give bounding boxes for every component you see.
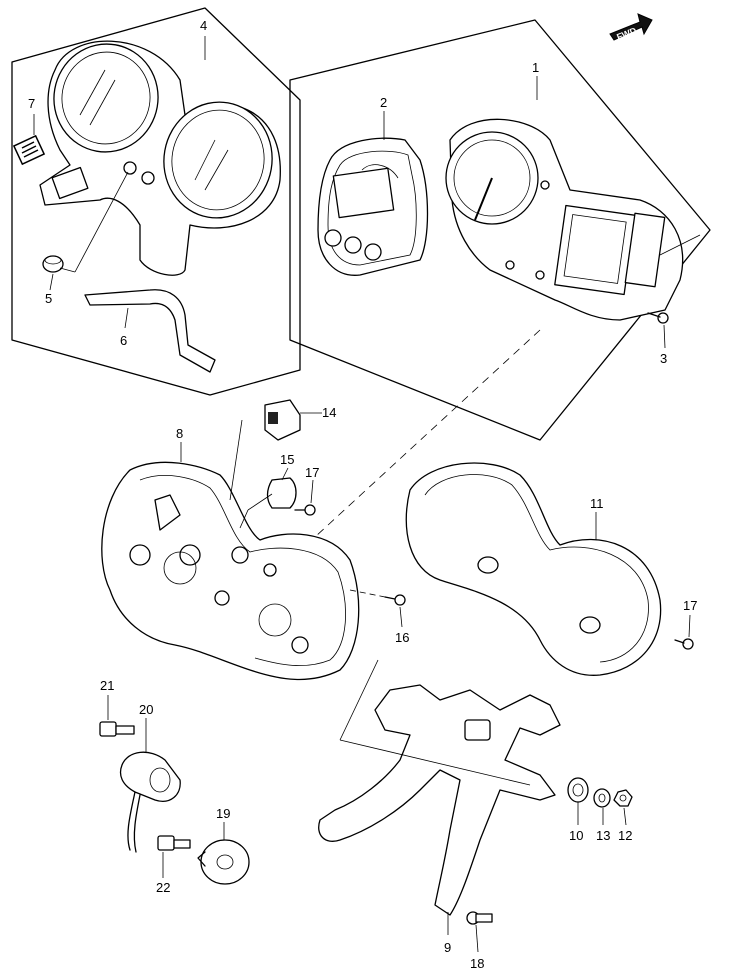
meter-case <box>101 461 360 681</box>
callout-10: 10 <box>569 828 583 843</box>
fwd-label: FWD <box>615 25 638 42</box>
meter-lens-cover <box>39 40 281 276</box>
meter-housing <box>405 462 662 676</box>
callout-15: 15 <box>280 452 294 467</box>
washer-13 <box>593 788 611 808</box>
screw-17-right <box>674 638 694 650</box>
drive-gear <box>197 839 250 885</box>
callout-5: 5 <box>45 291 52 306</box>
rubber-cap <box>42 255 64 273</box>
cover-group-box <box>11 7 301 396</box>
callout-16: 16 <box>395 630 409 645</box>
callout-7: 7 <box>28 96 35 111</box>
callout-17-upper: 17 <box>305 465 319 480</box>
bolt-21 <box>99 721 135 737</box>
cover-bracket <box>84 289 216 373</box>
meter-assembly-box <box>289 19 711 441</box>
callout-12: 12 <box>618 828 632 843</box>
fwd-arrow-icon: FWD <box>609 13 653 42</box>
screw-16 <box>384 594 406 606</box>
callout-2: 2 <box>380 95 387 110</box>
callout-9: 9 <box>444 940 451 955</box>
meter-bracket <box>318 684 561 916</box>
bolt-18 <box>466 911 493 925</box>
callout-8: 8 <box>176 426 183 441</box>
callout-14: 14 <box>322 405 336 420</box>
grommet-10 <box>567 777 589 803</box>
display-plate <box>317 137 429 276</box>
callout-1: 1 <box>532 60 539 75</box>
alignment-line <box>289 329 541 561</box>
screw-17-upper <box>294 504 316 516</box>
callout-18: 18 <box>470 956 484 971</box>
bolt-22 <box>157 835 191 851</box>
wire-clip-14 <box>264 399 301 441</box>
nut-12 <box>613 789 633 807</box>
callout-3: 3 <box>660 351 667 366</box>
speed-sensor <box>119 751 181 853</box>
meter-assembly <box>445 118 684 321</box>
clamp-15 <box>266 477 297 509</box>
callout-13: 13 <box>596 828 610 843</box>
emblem-badge <box>12 134 46 166</box>
callout-19: 19 <box>216 806 230 821</box>
screw-3 <box>647 312 669 324</box>
callout-21: 21 <box>100 678 114 693</box>
alignment-line-2 <box>659 234 701 256</box>
callout-11: 11 <box>590 496 604 511</box>
callout-4: 4 <box>200 18 207 33</box>
callout-20: 20 <box>139 702 153 717</box>
callout-17-right: 17 <box>683 598 697 613</box>
leader-lines <box>33 36 691 953</box>
callout-22: 22 <box>156 880 170 895</box>
callout-6: 6 <box>120 333 127 348</box>
